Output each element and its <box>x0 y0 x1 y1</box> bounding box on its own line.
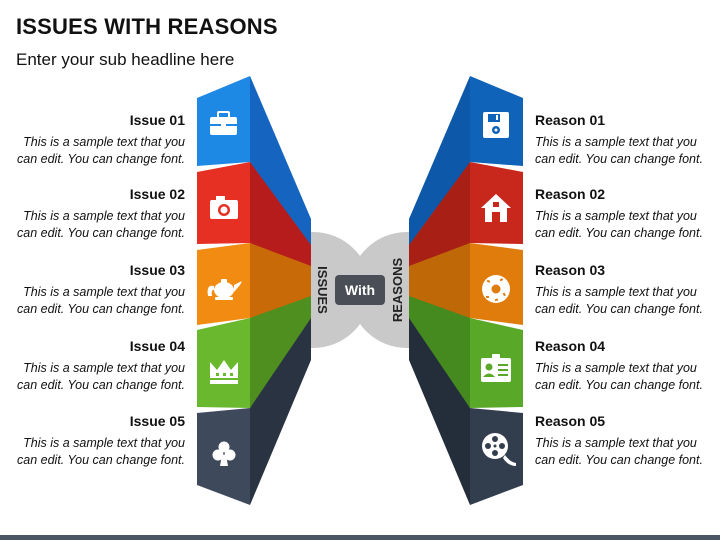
reason-title: Reason 01 <box>535 112 606 128</box>
club-icon <box>212 441 236 466</box>
reason-title: Reason 04 <box>535 338 606 354</box>
issue-item: Issue 05 This is a sample text that you … <box>0 413 190 469</box>
teapot-icon <box>207 279 242 300</box>
donut-icon <box>482 275 510 303</box>
camera-icon <box>210 196 238 219</box>
issue-title: Issue 02 <box>129 186 185 202</box>
floppy-disk-icon <box>483 112 509 138</box>
issue-1-side <box>250 76 311 271</box>
page-title: ISSUES WITH REASONS <box>16 14 278 39</box>
issue-5-side <box>250 318 311 505</box>
reason-text: This is a sample text that you can edit.… <box>535 209 703 240</box>
issue-text: This is a sample text that you can edit.… <box>17 436 185 467</box>
issue-text: This is a sample text that you can edit.… <box>17 361 185 392</box>
issue-item: Issue 01 This is a sample text that you … <box>0 112 190 168</box>
reason-item: Reason 05 This is a sample text that you… <box>535 413 715 469</box>
bottom-bar <box>0 535 720 540</box>
issue-text: This is a sample text that you can edit.… <box>17 135 185 166</box>
reason-title: Reason 03 <box>535 262 606 278</box>
reason-text: This is a sample text that you can edit.… <box>535 135 703 166</box>
issue-title: Issue 04 <box>129 338 185 354</box>
reason-title: Reason 02 <box>535 186 606 202</box>
reason-3-side <box>409 243 470 318</box>
issue-2-side <box>250 162 311 275</box>
issue-title: Issue 05 <box>129 413 185 429</box>
issue-text: This is a sample text that you can edit.… <box>17 209 185 240</box>
with-badge <box>335 275 385 305</box>
reason-5-side <box>409 318 470 505</box>
film-reel-icon <box>482 433 516 466</box>
issue-title: Issue 01 <box>129 112 185 128</box>
issue-item: Issue 02 This is a sample text that you … <box>0 186 190 242</box>
page-subtitle: Enter your sub headline here <box>16 50 235 69</box>
reason-1-side <box>409 76 470 271</box>
reasons-vertical-label: REASONS <box>390 258 405 323</box>
issue-4-side <box>250 296 311 408</box>
reason-item: Reason 03 This is a sample text that you… <box>535 262 715 318</box>
reason-4-side <box>409 296 470 408</box>
reason-2-side <box>409 162 470 275</box>
issue-item: Issue 03 This is a sample text that you … <box>0 262 190 318</box>
reason-item: Reason 02 This is a sample text that you… <box>535 186 715 242</box>
crown-icon <box>210 360 238 384</box>
reason-item: Reason 04 This is a sample text that you… <box>535 338 715 394</box>
reason-item: Reason 01 This is a sample text that you… <box>535 112 715 168</box>
reason-text: This is a sample text that you can edit.… <box>535 285 703 316</box>
briefcase-icon <box>210 111 237 135</box>
reason-title: Reason 05 <box>535 413 606 429</box>
issues-vertical-label: ISSUES <box>315 266 330 314</box>
house-icon <box>481 194 511 222</box>
issue-3-side <box>250 243 311 318</box>
reason-text: This is a sample text that you can edit.… <box>535 436 703 467</box>
reason-text: This is a sample text that you can edit.… <box>535 361 703 392</box>
issue-text: This is a sample text that you can edit.… <box>17 285 185 316</box>
issue-item: Issue 04 This is a sample text that you … <box>0 338 190 394</box>
with-label: With <box>345 282 375 298</box>
issue-title: Issue 03 <box>129 262 185 278</box>
id-card-icon <box>481 354 511 382</box>
